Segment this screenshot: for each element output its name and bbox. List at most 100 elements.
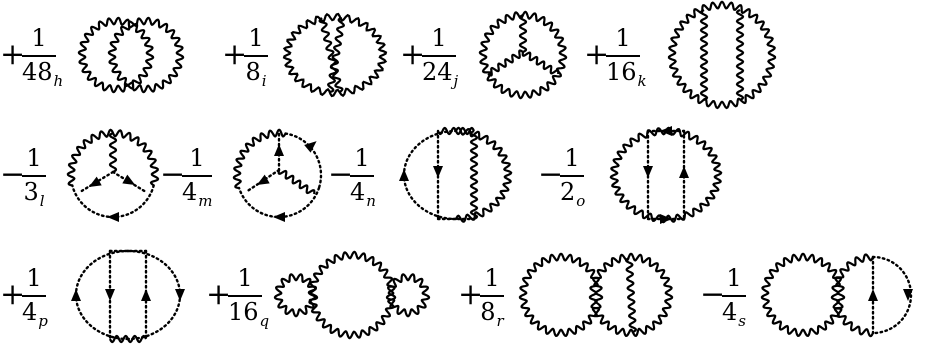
fraction-bar bbox=[560, 175, 584, 177]
factor-numerator: 1 bbox=[484, 264, 500, 292]
wavy-spoke-left bbox=[487, 49, 524, 77]
bubble-plus-sunset-diagram bbox=[518, 252, 674, 337]
wavy-big-loop bbox=[307, 250, 397, 340]
term-sign: − bbox=[700, 277, 726, 312]
term-sign: + bbox=[206, 277, 232, 312]
factor-denominator: 4n bbox=[350, 178, 376, 210]
arrow-head-icon bbox=[643, 166, 653, 178]
fraction-bar bbox=[606, 55, 640, 57]
factor-denominator: 3l bbox=[23, 178, 45, 210]
wavy-rung-a bbox=[318, 17, 344, 93]
wavy-mercedes-diagram bbox=[478, 10, 568, 100]
factor-numerator: 1 bbox=[189, 144, 205, 172]
fraction-bar bbox=[480, 295, 504, 297]
wavy-loop-left bbox=[77, 16, 155, 94]
factor-numerator: 1 bbox=[726, 264, 742, 292]
factor-numerator: 1 bbox=[564, 144, 580, 172]
fraction-bar bbox=[182, 175, 212, 177]
wavy-small-loop-right bbox=[385, 273, 431, 318]
wavy-right-arc bbox=[665, 126, 723, 223]
factor-numerator: 1 bbox=[248, 24, 264, 52]
diagram-label: m bbox=[198, 192, 213, 210]
arrow-head-icon bbox=[105, 289, 115, 301]
wavy-spoke-right bbox=[277, 169, 316, 195]
factor-denominator: 16q bbox=[228, 298, 270, 330]
wavy-small-loop-left bbox=[273, 273, 319, 318]
arrow-head-icon bbox=[122, 174, 136, 185]
wavy-spoke-top bbox=[108, 132, 118, 173]
wavy-loop-right bbox=[107, 16, 185, 94]
factor-numerator: 1 bbox=[26, 144, 42, 172]
wavy-left-arc bbox=[830, 253, 875, 338]
diagram-label: l bbox=[39, 192, 45, 210]
wavy-bubble-crossed-rungs-diagram bbox=[282, 12, 388, 98]
fraction-bar bbox=[422, 55, 456, 57]
arrow-head-icon bbox=[903, 289, 913, 301]
wavy-outer-loop bbox=[667, 0, 777, 110]
wavy-bottom bbox=[109, 334, 147, 344]
wavy-loop-left bbox=[518, 252, 604, 337]
diagram-label: h bbox=[53, 72, 64, 90]
diagram-label: q bbox=[259, 312, 270, 330]
term-sign: − bbox=[0, 157, 26, 192]
wavy-loop-right bbox=[588, 252, 674, 337]
arrow-head-icon bbox=[399, 169, 409, 181]
arrow-head-icon bbox=[71, 289, 81, 301]
arrow-head-icon bbox=[175, 289, 185, 301]
wavy-outer-loop bbox=[282, 12, 388, 98]
dotted-upper-right-arc bbox=[284, 132, 323, 190]
term-sign: + bbox=[458, 277, 484, 312]
diagram-label: i bbox=[261, 72, 267, 90]
factor-numerator: 1 bbox=[431, 24, 447, 52]
symmetry-factor: 1 3l bbox=[22, 144, 46, 210]
wavy-rung-left bbox=[699, 9, 709, 101]
factor-denominator: 2o bbox=[560, 178, 586, 210]
diagram-label: j bbox=[453, 72, 459, 90]
factor-numerator: 1 bbox=[354, 144, 370, 172]
factor-denominator: 8r bbox=[480, 298, 504, 330]
arrow-head-icon bbox=[88, 176, 102, 187]
dotted-left-arc bbox=[74, 249, 130, 341]
arrow-head-icon bbox=[433, 166, 443, 178]
arrow-head-icon bbox=[868, 289, 878, 301]
arrow-head-icon bbox=[679, 166, 689, 178]
wavy-top bbox=[437, 126, 475, 136]
factor-numerator: 1 bbox=[615, 24, 631, 52]
arrow-head-icon bbox=[107, 212, 119, 222]
wavy-rung-right bbox=[469, 130, 479, 220]
arrow-head-icon bbox=[256, 174, 270, 185]
factor-denominator: 4s bbox=[722, 298, 746, 330]
bubble-plus-ghost-sunset-diagram bbox=[760, 252, 913, 338]
wavy-spoke-right bbox=[521, 51, 560, 75]
term-sign: + bbox=[0, 277, 26, 312]
wavy-rung-right bbox=[735, 9, 745, 101]
arrow-head-icon bbox=[660, 126, 672, 136]
wavy-outer-loop bbox=[478, 10, 568, 100]
fraction-bar bbox=[350, 175, 374, 177]
wavy-left-arc bbox=[609, 127, 667, 224]
ladder-ghost-middle-diagram bbox=[609, 126, 723, 224]
arrow-head-icon bbox=[274, 144, 284, 156]
wavy-right-arc bbox=[455, 126, 513, 223]
wavy-rung-middle bbox=[624, 257, 638, 333]
term-sign: + bbox=[222, 37, 248, 72]
symmetry-factor: 1 8r bbox=[480, 264, 504, 330]
ladder-ghost-left-diagram bbox=[399, 126, 513, 223]
arrow-head-icon bbox=[660, 214, 672, 224]
diagram-label: r bbox=[496, 312, 504, 330]
dotted-right-arc bbox=[126, 249, 182, 341]
diagram-term: +1 8r bbox=[458, 240, 674, 350]
diagram-term: −1 4s bbox=[700, 240, 916, 350]
